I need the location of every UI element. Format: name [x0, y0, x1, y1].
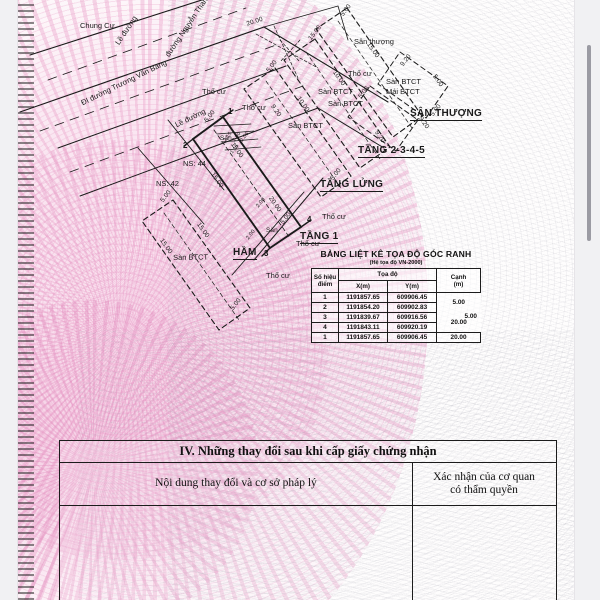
slab-label-san-thuong: Sân thượng — [354, 37, 394, 46]
coordinate-table-header-row-1: Số hiệu điểm Tọa độ Cạnh (m) — [310, 268, 481, 293]
cell-x: 1191854.20 — [338, 302, 389, 313]
land-use-label-2: Thổ cư — [322, 212, 346, 221]
certificate-page: Chung Cư Lề đường đường Nguyễn Thanh Sơn… — [18, 0, 574, 600]
land-use-label-5: Thổ cư — [202, 87, 226, 96]
slab-label-san-small-1: Sàn — [220, 135, 232, 142]
col-header-x: X(m) — [338, 280, 389, 293]
col-header-point-line2: điểm — [317, 280, 333, 288]
floor-label-tang-2345: TẦNG 2-3-4-5 — [358, 145, 425, 158]
land-use-label-1: Thổ cư — [242, 103, 266, 112]
corner-point-2: 2 — [183, 141, 188, 150]
col-header-coords: Tọa độ — [338, 268, 438, 281]
slab-label-btct-top: Sàn BTCT — [386, 77, 422, 86]
drawing-vectors — [19, 0, 449, 331]
slab-label-mai-btct: Mái BTCT — [386, 87, 420, 96]
change-form-table: IV. Những thay đổi sau khi cấp giấy chứn… — [59, 440, 557, 600]
cell-side: 20.00 — [450, 318, 467, 326]
slab-label-ham: Sàn BTCT — [172, 252, 209, 262]
coordinate-table: Số hiệu điểm Tọa độ Cạnh (m) X(m) Y(m) — [310, 268, 481, 343]
cell-x: 1191843.11 — [338, 322, 389, 333]
cell-y: 609906.45 — [387, 332, 438, 343]
cell-y: 609906.45 — [387, 292, 438, 303]
col-header-side-line1: Cạnh — [450, 273, 467, 281]
slab-label-san-small-2: Sàn — [266, 227, 278, 234]
cell-side: 20.00 — [436, 332, 481, 343]
change-form-body-content[interactable] — [60, 506, 413, 600]
map-label-chung-cu: Chung Cư — [80, 21, 115, 30]
col-header-point: Số hiệu điểm — [310, 268, 340, 293]
table-row: 3 1191839.67 609916.56 20.00 — [310, 312, 481, 326]
change-form-col-content: Nội dung thay đổi và cơ sở pháp lý — [60, 463, 413, 505]
cell-y: 609916.56 — [387, 312, 438, 323]
change-form-title: IV. Những thay đổi sau khi cấp giấy chứn… — [60, 441, 556, 463]
cell-y: 609902.83 — [387, 302, 438, 313]
table-row: 1 1191857.65 609906.45 20.00 — [310, 332, 481, 343]
slab-label-tang1: Sàn BTCT — [288, 121, 324, 130]
cell-x: 1191857.65 — [338, 332, 389, 343]
coordinate-table-subtitle: (Hệ tọa độ VN-2000) — [369, 260, 423, 266]
col-header-point-line1: Số hiệu — [313, 273, 337, 281]
map-label-ns-44: NS: 44 — [183, 159, 206, 168]
floor-label-san-thuong: SÂN THƯỢNG — [410, 108, 483, 121]
cadastral-drawing: Chung Cư Lề đường đường Nguyễn Thanh Sơn… — [18, 0, 574, 600]
change-form-header-row: Nội dung thay đổi và cơ sở pháp lý Xác n… — [60, 463, 556, 506]
land-use-label-4: Thổ cư — [266, 271, 290, 280]
table-row: 2 1191854.20 609902.83 — [310, 302, 481, 313]
cell-side: 5.00 — [452, 299, 465, 307]
map-label-ns-42: NS: 42 — [156, 179, 179, 188]
change-form-col-authority-line1: Xác nhận của cơ quan — [433, 470, 535, 483]
corner-point-4: 4 — [307, 215, 312, 224]
cell-point: 1 — [310, 332, 340, 343]
cell-y: 609920.19 — [387, 322, 438, 333]
table-row: 1 1191857.65 609906.45 5.00 — [310, 292, 481, 306]
side-value-extra: 5.00 — [464, 313, 477, 320]
floor-label-ham: HẦM — [233, 247, 257, 260]
coordinate-table-block: BẢNG LIỆT KÊ TỌA ĐỘ GÓC RANH (Hệ tọa độ … — [310, 249, 481, 343]
cell-point: 3 — [310, 312, 340, 323]
change-form-body-authority[interactable] — [413, 506, 555, 600]
change-form-col-authority: Xác nhận của cơ quan có thẩm quyền — [413, 463, 555, 505]
cell-point: 1 — [310, 292, 340, 303]
slab-label-tang2345: Sàn BTCT — [328, 99, 364, 108]
coordinate-table-title: BẢNG LIỆT KÊ TỌA ĐỘ GÓC RANH — [320, 249, 472, 259]
land-use-label-6: Thổ cư — [348, 69, 372, 78]
corner-point-1: 1 — [228, 107, 233, 116]
slab-label-tanglung: Sàn BTCT — [318, 87, 354, 96]
floor-label-tang-lung: TẦNG LỬNG — [320, 179, 384, 192]
cell-x: 1191839.67 — [338, 312, 389, 323]
scrollbar-thumb[interactable] — [587, 45, 591, 241]
col-header-side: Cạnh (m) — [436, 268, 481, 293]
floor-label-tang-1: TẦNG 1 — [300, 231, 339, 244]
change-form-body — [60, 506, 556, 600]
cell-point: 4 — [310, 322, 340, 333]
col-header-y: Y(m) — [387, 280, 438, 293]
cell-x: 1191857.65 — [338, 292, 389, 303]
change-form-col-authority-line2: có thẩm quyền — [450, 484, 518, 496]
cell-point: 2 — [310, 302, 340, 313]
col-header-side-line2: (m) — [453, 280, 464, 288]
corner-point-3: 3 — [264, 249, 269, 258]
